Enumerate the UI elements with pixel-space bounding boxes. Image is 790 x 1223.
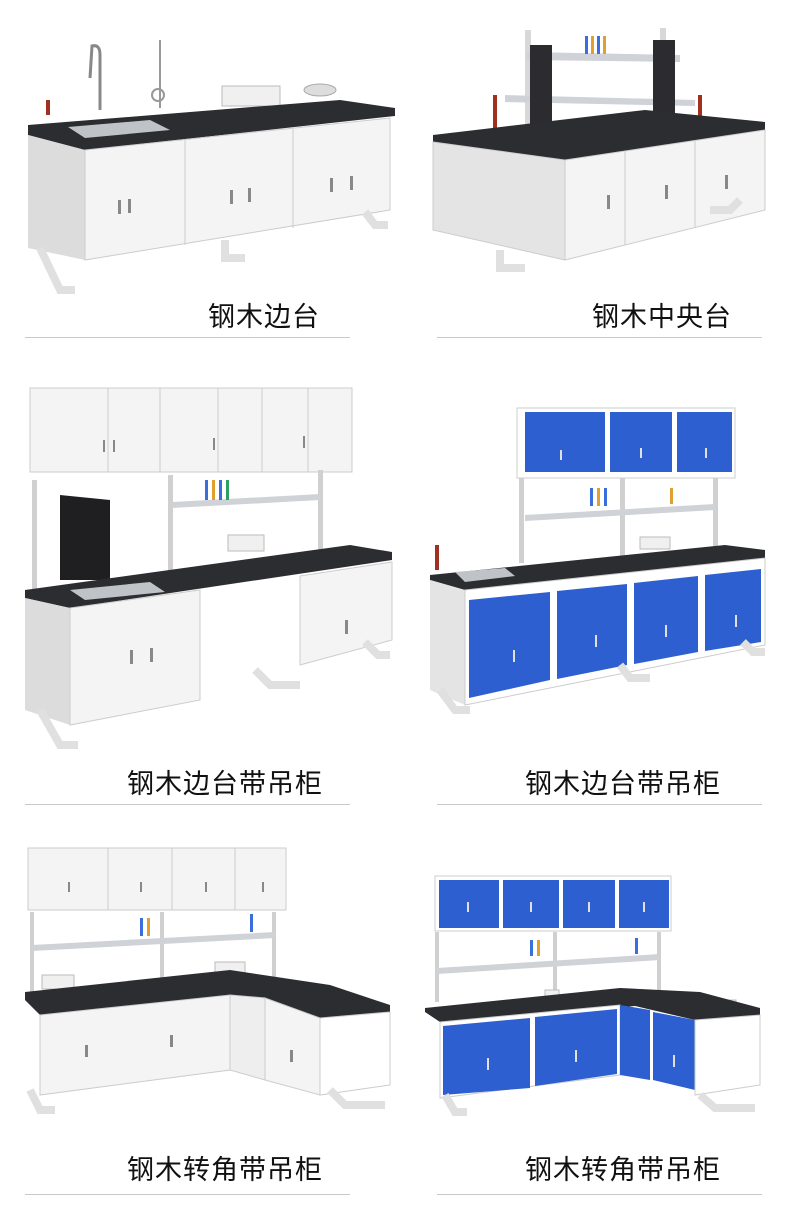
- divider: [437, 1194, 762, 1195]
- divider: [437, 804, 762, 805]
- product-caption: 钢木中央台: [592, 302, 732, 333]
- product-card-side-bench: 钢木边台: [0, 0, 395, 345]
- divider: [437, 337, 762, 338]
- product-card-corner-bench-blue: 钢木转角带吊柜: [395, 840, 790, 1223]
- product-card-side-bench-wall-cabinet-white: 钢木边台带吊柜: [0, 380, 395, 810]
- center-bench-image: [432, 28, 766, 272]
- corner-bench-blue-image: [425, 875, 761, 1116]
- product-caption: 钢木转角带吊柜: [525, 1155, 721, 1186]
- divider: [25, 1194, 350, 1195]
- side-bench-image: [28, 40, 395, 294]
- divider: [25, 337, 350, 338]
- side-bench-wall-cabinet-white-image: [25, 387, 393, 749]
- corner-bench-white-image: [25, 847, 391, 1114]
- divider: [25, 804, 350, 805]
- product-card-corner-bench-white: 钢木转角带吊柜: [0, 840, 395, 1223]
- side-bench-wall-cabinet-blue-image: [430, 407, 766, 714]
- product-caption: 钢木边台带吊柜: [525, 769, 721, 800]
- product-card-side-bench-wall-cabinet-blue: 钢木边台带吊柜: [395, 380, 790, 810]
- product-card-center-bench: 钢木中央台: [395, 0, 790, 345]
- product-caption: 钢木转角带吊柜: [127, 1155, 323, 1186]
- product-caption: 钢木边台: [208, 302, 320, 333]
- product-caption: 钢木边台带吊柜: [127, 769, 323, 800]
